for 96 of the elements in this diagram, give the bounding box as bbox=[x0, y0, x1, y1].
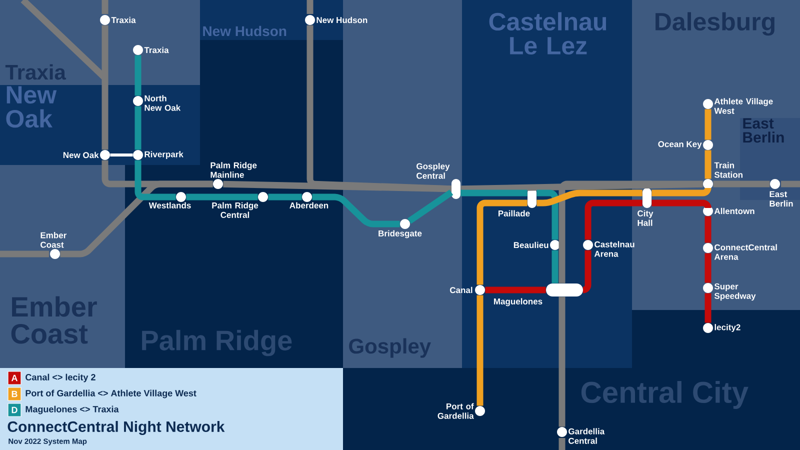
rail-line bbox=[558, 180, 703, 284]
node-label: Gardellia Central bbox=[568, 428, 605, 444]
station: ConnectCentral Arena bbox=[703, 243, 777, 260]
station: Maguelones bbox=[494, 284, 583, 306]
station: New Hudson bbox=[305, 15, 368, 25]
node-label: Riverpark bbox=[144, 151, 184, 159]
station: City Hall bbox=[638, 188, 654, 226]
station: Port of Gardellia bbox=[438, 403, 485, 419]
station: Train Station bbox=[703, 162, 742, 189]
station: Aberdeen bbox=[290, 192, 328, 208]
rail-line bbox=[536, 190, 642, 206]
rail-line bbox=[476, 200, 528, 285]
node-label: Ocean Key bbox=[658, 141, 702, 149]
rail-line bbox=[704, 253, 712, 283]
node-label: Westlands bbox=[148, 202, 191, 208]
rail-line bbox=[704, 150, 712, 179]
legend-text: Port of Gardellia <> Athlete Village West bbox=[26, 390, 196, 398]
node-label: Train Station bbox=[714, 162, 742, 178]
node-label: lecity2 bbox=[714, 324, 740, 332]
node-label: Canal bbox=[450, 286, 472, 294]
station: Paillade bbox=[498, 188, 536, 216]
node-label: Allentown bbox=[714, 208, 754, 214]
rail-line bbox=[460, 190, 528, 196]
station: North New Oak bbox=[133, 95, 181, 111]
node-label: Palm Ridge Mainline bbox=[210, 162, 257, 178]
node-label: North New Oak bbox=[144, 95, 181, 111]
station: lecity2 bbox=[703, 323, 740, 333]
rail-line bbox=[552, 250, 558, 284]
rail-line bbox=[186, 194, 258, 200]
line-badge: B bbox=[8, 387, 22, 401]
rail-line bbox=[460, 180, 703, 192]
node-label: Athlete Village West bbox=[714, 98, 773, 114]
rail-line bbox=[536, 190, 558, 240]
node-label: Palm Ridge Central bbox=[212, 202, 258, 218]
station: Gospley Central bbox=[416, 163, 460, 199]
map-title: ConnectCentral Night Network bbox=[8, 420, 225, 436]
district-name: New Hudson bbox=[203, 26, 286, 36]
station: Riverpark bbox=[133, 150, 184, 160]
rail-line bbox=[134, 55, 142, 96]
station: Palm Ridge Central bbox=[212, 192, 268, 218]
node-label: Beaulieu bbox=[514, 242, 548, 248]
station: Athlete Village West bbox=[703, 98, 773, 114]
rail-line bbox=[584, 200, 642, 240]
rail-line bbox=[223, 180, 452, 192]
rail-line bbox=[407, 190, 454, 224]
node-label: Aberdeen bbox=[290, 202, 328, 208]
station: Allentown bbox=[703, 206, 754, 216]
node-label: Ember Coast bbox=[40, 232, 67, 248]
station: Bridesgate bbox=[378, 219, 422, 238]
station: Gardellia Central bbox=[557, 427, 605, 444]
rail-line bbox=[134, 106, 142, 150]
line-badge: A bbox=[8, 371, 22, 385]
node-label: City Hall bbox=[638, 210, 654, 226]
node-label: Paillade bbox=[498, 210, 530, 216]
station: Palm Ridge Mainline bbox=[210, 162, 257, 189]
rail-line bbox=[312, 194, 400, 228]
station: New Oak bbox=[63, 150, 110, 160]
station: Beaulieu bbox=[514, 240, 560, 250]
station: Traxia bbox=[100, 15, 136, 25]
node-label: Gospley Central bbox=[416, 163, 450, 179]
district-name: Castelnau Le Lez bbox=[489, 12, 606, 55]
station: Ocean Key bbox=[658, 140, 713, 150]
rail-line bbox=[476, 295, 484, 406]
rail-line bbox=[558, 296, 566, 427]
legend-text: Canal <> lecity 2 bbox=[26, 374, 96, 382]
rail-line bbox=[485, 286, 546, 294]
rail-line bbox=[134, 160, 176, 200]
node-label: Bridesgate bbox=[378, 230, 422, 238]
node-label: Traxia bbox=[144, 46, 169, 54]
district-name: New Oak bbox=[6, 86, 57, 128]
node-label: ConnectCentral Arena bbox=[714, 244, 777, 260]
rail-line bbox=[268, 194, 302, 200]
node-label: Port of Gardellia bbox=[438, 403, 474, 419]
rail-line bbox=[102, 25, 108, 150]
station: Super Speedway bbox=[703, 283, 756, 301]
node-label: New Hudson bbox=[316, 16, 368, 24]
node-label: New Oak bbox=[63, 152, 99, 158]
node-label: Super Speedway bbox=[714, 283, 756, 301]
station: Canal bbox=[450, 285, 485, 295]
rail-line bbox=[713, 180, 770, 188]
station: Westlands bbox=[148, 192, 191, 208]
node-label: Traxia bbox=[111, 16, 136, 24]
line-badge: D bbox=[8, 403, 22, 417]
rail-line bbox=[60, 180, 213, 258]
node-label: East Berlin bbox=[770, 191, 793, 207]
station: Castelnau Arena bbox=[583, 240, 634, 257]
station: Ember Coast bbox=[40, 232, 67, 259]
node-label: Maguelones bbox=[494, 298, 542, 306]
rail-line bbox=[110, 154, 133, 156]
station: East Berlin bbox=[770, 179, 793, 207]
node-label: Castelnau Arena bbox=[594, 241, 634, 257]
rail-line bbox=[704, 109, 712, 140]
rail-line bbox=[704, 293, 712, 323]
station: Traxia bbox=[133, 45, 169, 55]
rail-line bbox=[704, 216, 712, 243]
legend-text: Maguelones <> Traxia bbox=[26, 406, 119, 414]
